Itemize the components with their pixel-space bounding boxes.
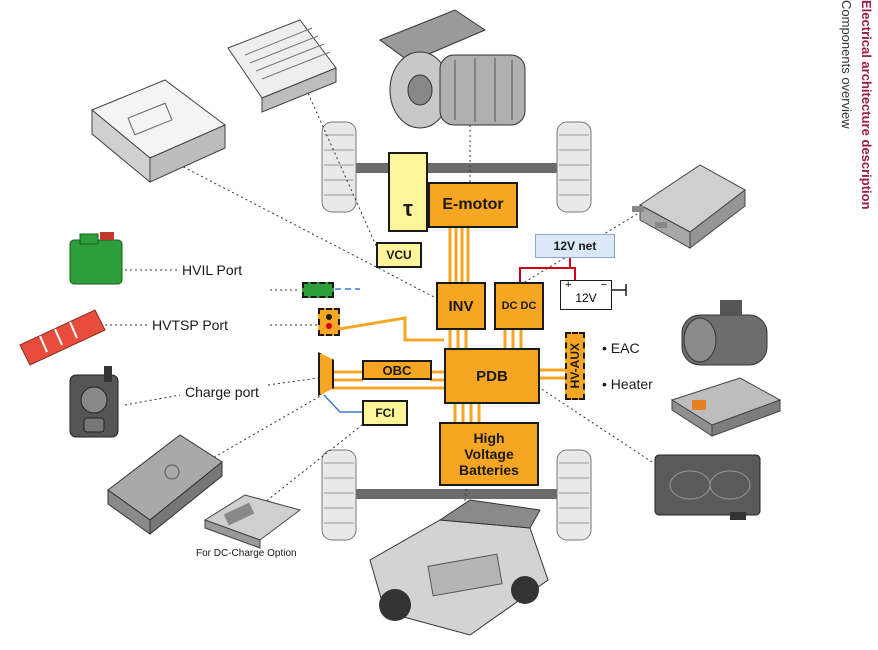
obc-label: OBC xyxy=(382,362,412,378)
hv-aux-label: HV-AUX xyxy=(568,343,582,389)
12v-net-box: 12V net xyxy=(535,234,615,258)
hv-batteries-block: High Voltage Batteries xyxy=(439,422,539,486)
charge-port-sketch xyxy=(69,366,119,438)
fci-label: FCI xyxy=(375,406,395,420)
side-title: Electrical architecture description xyxy=(859,0,874,210)
12v-net-label: 12V net xyxy=(553,239,597,253)
vcu-label: VCU xyxy=(386,248,412,262)
pdb-label: PDB xyxy=(476,367,508,385)
wheel-rear-left xyxy=(321,449,357,541)
hv-batteries-line1: High xyxy=(473,430,505,446)
pdb-block: PDB xyxy=(444,348,540,404)
pdb-unit-sketch xyxy=(654,454,761,520)
dcdc-unit-sketch xyxy=(632,164,746,250)
hvil-port-label: HVIL Port xyxy=(182,262,243,278)
inverter-label: INV xyxy=(448,297,474,315)
battery-12v-label: 12V xyxy=(575,291,597,305)
eac-compressor-sketch xyxy=(681,300,768,366)
obc-unit-sketch xyxy=(107,434,223,536)
hv-cables xyxy=(332,228,565,422)
dcdc-block: DC DC xyxy=(494,282,544,330)
fci-unit-sketch xyxy=(203,494,302,549)
signal-wires xyxy=(323,288,362,413)
dcdc-label: DC DC xyxy=(501,300,537,312)
wheel-front-right xyxy=(556,121,592,213)
rear-axle xyxy=(345,489,565,499)
vehicle-chassis-sketch xyxy=(369,499,549,636)
hv-aux-block: HV-AUX xyxy=(565,332,585,400)
battery-minus: − xyxy=(600,279,607,291)
fci-block: FCI xyxy=(362,400,408,426)
front-axle xyxy=(345,163,565,173)
eac-label: • EAC xyxy=(602,340,640,356)
12v-wiring xyxy=(519,256,627,296)
heater-label: • Heater xyxy=(602,376,653,392)
obc-block: OBC xyxy=(362,360,432,380)
hvtsp-port-label: HVTSP Port xyxy=(152,317,228,333)
heater-unit-sketch xyxy=(670,377,782,437)
hvil-connector-sketch xyxy=(69,232,123,285)
wheel-rear-right xyxy=(556,449,592,541)
12v-battery: + − 12V xyxy=(560,279,612,310)
hvtsp-connector-sketch xyxy=(19,309,106,366)
hv-batteries-line2: Voltage xyxy=(464,446,514,462)
emotor-label: E-motor xyxy=(442,196,504,213)
inverter-unit-sketch xyxy=(91,79,226,184)
hvtsp-port-box xyxy=(318,308,340,336)
gear-ratio-symbol: τ xyxy=(403,196,413,221)
hv-batteries-line3: Batteries xyxy=(459,462,519,478)
charge-port-label: Charge port xyxy=(185,384,259,400)
vcu-block: VCU xyxy=(376,242,422,268)
dc-charge-option-label: For DC-Charge Option xyxy=(196,548,297,559)
vcu-unit-sketch xyxy=(227,19,337,113)
emotor-block: E-motor xyxy=(428,182,518,228)
gearbox-block: τ xyxy=(388,152,428,232)
hvil-port-box xyxy=(302,282,334,298)
emotor-unit-sketch xyxy=(378,9,526,129)
battery-plus: + xyxy=(565,279,572,291)
side-subtitle: Components overview xyxy=(839,0,854,129)
inverter-block: INV xyxy=(436,282,486,330)
hvtsp-indicator-icon xyxy=(326,314,332,329)
